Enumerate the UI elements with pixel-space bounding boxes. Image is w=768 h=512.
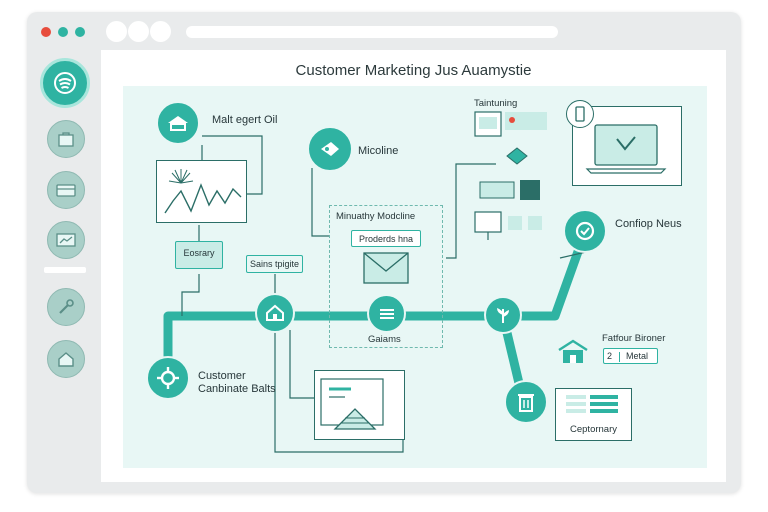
nav-forward-button[interactable]: [128, 21, 149, 42]
sidebar-item-shop[interactable]: [47, 120, 85, 158]
sains-tag[interactable]: Sains tpigite: [246, 255, 303, 273]
address-bar[interactable]: [186, 26, 558, 38]
document-icon: [320, 378, 384, 430]
list-icon: [379, 308, 394, 319]
label-sains: Sains tpigite: [249, 259, 300, 269]
label-ceptornary: Ceptornary: [570, 424, 617, 435]
node-home[interactable]: [255, 293, 295, 333]
ceptornary-card[interactable]: Ceptornary: [555, 388, 632, 441]
label-malt-egert: Malt egert Oil: [212, 114, 278, 126]
node-malt[interactable]: [156, 101, 200, 145]
sidebar-divider: [44, 267, 86, 273]
label-tainturing: Taintuning: [474, 98, 518, 109]
store-icon: [558, 339, 588, 363]
label-proderds: Proderds hna: [358, 234, 414, 244]
card-icon: [56, 184, 76, 197]
diagram-title: Customer Marketing Jus Auamystie: [295, 62, 532, 79]
metal-divider: [618, 351, 620, 362]
gear-icon: [157, 367, 179, 389]
minimize-dot[interactable]: [58, 27, 68, 37]
bird-icon: [321, 142, 339, 156]
tool-icon: [59, 299, 74, 314]
plant-icon: [497, 308, 509, 323]
maximize-dot[interactable]: [75, 27, 85, 37]
notify-badge[interactable]: [566, 100, 594, 128]
waveform-icon: [164, 169, 242, 214]
sidebar-item-audio[interactable]: [40, 58, 90, 108]
label-gaiams: Gaiams: [368, 334, 401, 345]
bin-icon: [518, 394, 534, 412]
metal-text: Metal: [626, 351, 649, 361]
label-eosrary: Eosrary: [183, 248, 215, 258]
label-canbinate: Canbinate Balts: [198, 383, 276, 395]
home-icon: [58, 352, 74, 367]
label-minuathy: Minuathy Modcline: [336, 211, 416, 222]
reload-button[interactable]: [150, 21, 171, 42]
node-customer[interactable]: [146, 356, 190, 400]
sidebar-item-reports[interactable]: [47, 221, 85, 259]
laptop-icon: [585, 124, 667, 174]
table-icon: [566, 395, 618, 413]
modeling-group: [329, 205, 443, 348]
sidebar-item-tools[interactable]: [47, 288, 85, 326]
proderds-tag[interactable]: Proderds hna: [351, 230, 421, 247]
node-gaiams[interactable]: [367, 294, 406, 333]
sidebar-item-home[interactable]: [47, 340, 85, 378]
node-micoline[interactable]: [307, 126, 353, 172]
document-card[interactable]: [314, 370, 405, 440]
chart-icon: [56, 233, 76, 247]
metal-number: 2: [607, 351, 613, 361]
close-dot[interactable]: [41, 27, 51, 37]
dashboard-widgets-icon: [474, 111, 547, 240]
sidebar-item-billing[interactable]: [47, 171, 85, 209]
label-micoline: Micoline: [358, 145, 399, 157]
node-trash[interactable]: [504, 380, 548, 424]
laptop-card[interactable]: [572, 106, 682, 186]
bag-icon: [58, 132, 74, 147]
node-growth[interactable]: [484, 296, 522, 334]
label-customer: Customer: [198, 370, 246, 382]
node-confiop[interactable]: [563, 209, 607, 253]
roof-icon: [168, 116, 188, 131]
eosrary-card[interactable]: Eosrary: [175, 241, 223, 269]
label-confiop: Confiop Neus: [615, 218, 682, 230]
speaker-icon: [54, 72, 76, 94]
metal-field[interactable]: 2 Metal: [603, 348, 658, 364]
nav-back-button[interactable]: [106, 21, 127, 42]
phone-icon: [575, 106, 585, 122]
house-icon: [266, 304, 284, 321]
label-fatfour: Fatfour Bironer: [602, 333, 666, 344]
gear-check-icon: [575, 221, 595, 241]
envelope-icon: [363, 252, 409, 284]
waveform-chart-card[interactable]: [156, 160, 247, 223]
